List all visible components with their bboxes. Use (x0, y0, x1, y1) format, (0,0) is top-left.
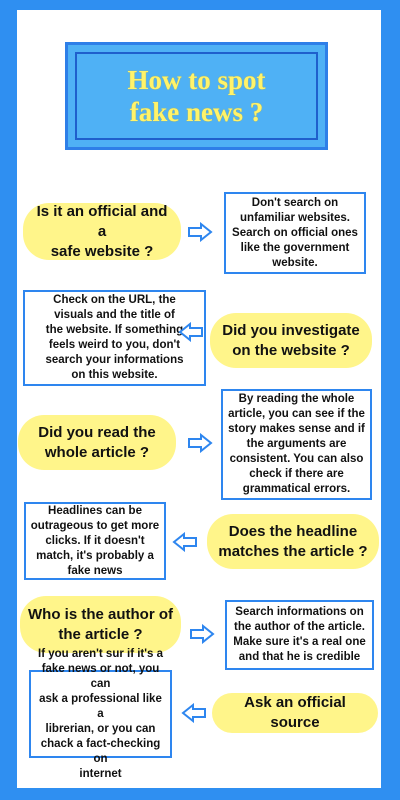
answer-box: If you aren't sur if it's a fake news or… (29, 648, 172, 780)
left-arrow-icon (181, 703, 207, 723)
question-pill: Did you read the whole article ? (18, 415, 176, 470)
answer-box: By reading the whole article, you can se… (221, 389, 372, 500)
right-arrow-icon (189, 624, 215, 644)
left-arrow-icon (178, 322, 204, 342)
question-pill: Did you investigate on the website ? (210, 313, 372, 368)
page-title: How to spot fake news ? (127, 65, 266, 127)
left-arrow-icon (172, 532, 198, 552)
question-pill: Ask an official source (212, 693, 378, 733)
answer-box: Search informations on the author of the… (225, 600, 374, 670)
question-pill: Does the headline matches the article ? (207, 514, 379, 569)
title-frame: How to spot fake news ? (75, 52, 318, 140)
answer-box: Check on the URL, the visuals and the ti… (23, 290, 206, 386)
question-pill: Is it an official and a safe website ? (23, 203, 181, 260)
title-banner: How to spot fake news ? (65, 42, 328, 150)
question-pill: Who is the author of the article ? (20, 596, 181, 653)
right-arrow-icon (187, 433, 213, 453)
right-arrow-icon (187, 222, 213, 242)
answer-box: Headlines can be outrageous to get more … (24, 502, 166, 580)
answer-box: Don't search on unfamiliar websites. Sea… (224, 192, 366, 274)
